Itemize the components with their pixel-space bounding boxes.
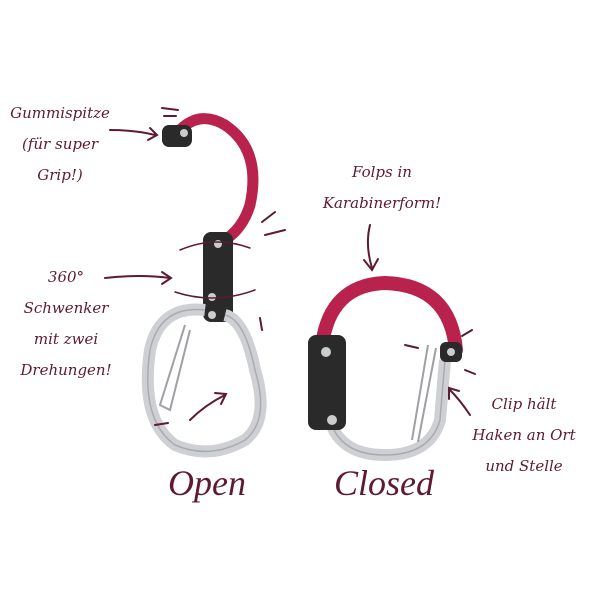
annotation-line: (für super <box>21 135 99 153</box>
closed-hook <box>308 275 463 462</box>
annotation-line: Gummispitze <box>10 104 110 122</box>
annotation-line: Grip!) <box>37 166 83 184</box>
annotation-line: Haken an Ort <box>472 426 576 444</box>
annotation-line: 360° <box>47 268 85 286</box>
annotation-line: Clip hält <box>491 395 557 413</box>
closed-joint <box>308 335 346 430</box>
clip-annotation: Clip hält Haken an Ort und Stelle <box>472 389 575 482</box>
annotation-arrows <box>104 107 476 426</box>
open-gate-wire <box>158 324 191 412</box>
open-hook <box>141 113 267 458</box>
closed-label: Closed <box>333 463 435 503</box>
closed-gate-wire <box>411 344 437 443</box>
annotation-line: Karabinerform! <box>322 194 442 212</box>
open-carabiner <box>141 303 267 458</box>
fold-annotation: Folps in Karabinerform! <box>323 157 441 219</box>
annotation-line: mit zwei <box>33 330 99 348</box>
open-hook-arm <box>174 113 259 246</box>
swivel-annotation: 360° Schwenker mit zwei Drehungen! <box>20 262 111 386</box>
open-label: Open <box>168 463 246 503</box>
annotation-line: Schwenker <box>23 299 109 317</box>
closed-hook-arm <box>315 275 463 357</box>
annotation-line: Folps in <box>352 163 412 181</box>
rubber-tip <box>162 125 192 147</box>
rubber-tip-annotation: Gummispitze (für super Grip!) <box>10 98 110 191</box>
annotation-line: und Stelle <box>485 457 563 475</box>
annotation-line: Drehungen! <box>20 361 112 379</box>
